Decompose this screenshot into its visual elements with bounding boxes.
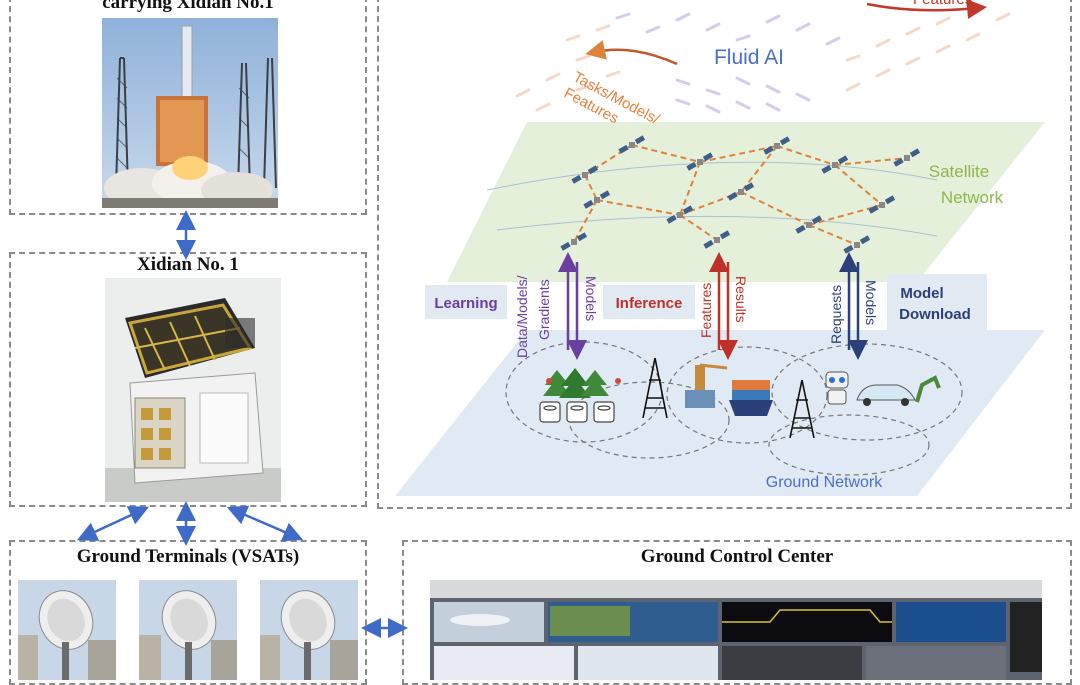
control-center-title: Ground Control Center bbox=[640, 546, 834, 567]
satellite-photo bbox=[105, 278, 281, 502]
satellite-terminal-connector-left bbox=[76, 506, 150, 541]
robot-icon bbox=[825, 371, 849, 405]
satellite-terminal-connector-right bbox=[226, 505, 304, 542]
inference-box bbox=[603, 285, 695, 319]
car-icon bbox=[856, 384, 916, 406]
satellite-links bbox=[573, 144, 908, 246]
vsat-photo-1 bbox=[18, 580, 116, 680]
rocket-title: carrying Xidian No.1 bbox=[102, 0, 274, 13]
model-download-label-2: Download bbox=[899, 306, 971, 323]
satellite-title: Xidian No. 1 bbox=[137, 254, 239, 275]
learning-label: Learning bbox=[434, 295, 497, 312]
inference-label: Inference bbox=[616, 295, 683, 312]
flow-arrow-right bbox=[866, 0, 987, 19]
fluid-ai-panel bbox=[377, 0, 1072, 509]
fluid-field bbox=[515, 12, 1011, 114]
learning-down-label: Models bbox=[583, 276, 599, 321]
model-download-label-1: Model bbox=[900, 285, 943, 302]
fluid-ai-label: Fluid AI bbox=[714, 46, 784, 69]
sensor-icons bbox=[546, 378, 621, 384]
vsat-photo-3 bbox=[260, 580, 358, 680]
learning-box bbox=[425, 285, 507, 319]
cell-tower-icon-1 bbox=[642, 357, 668, 419]
ground-terminals-title: Ground Terminals (VSATs) bbox=[76, 546, 300, 567]
flow-right-label: Features bbox=[913, 0, 972, 8]
inference-up-label: Features bbox=[698, 283, 714, 338]
model-download-box bbox=[887, 274, 987, 330]
satellite-network-label-1: Satellite bbox=[929, 162, 989, 181]
learning-up-label-1: Data/Models/ bbox=[514, 275, 530, 358]
control-center-photo bbox=[430, 580, 1042, 680]
satellite-icons bbox=[560, 135, 921, 254]
download-up-label: Requests bbox=[828, 285, 844, 344]
cell-tower-icon-2 bbox=[789, 379, 815, 439]
ground-network-label: Ground Network bbox=[766, 474, 883, 491]
rocket-launch-photo bbox=[102, 18, 278, 208]
robot-arm-icon bbox=[915, 375, 941, 403]
learning-up-label-2: Gradients bbox=[536, 279, 552, 340]
fluid-ai-diagram: Fluid AI Tasks/Models/ Features Features bbox=[395, 0, 1045, 496]
port-icon bbox=[685, 363, 773, 416]
inference-down-label: Results bbox=[733, 276, 749, 323]
satellite-network-label-2: Network bbox=[941, 188, 1004, 207]
download-down-label: Models bbox=[863, 280, 879, 325]
flow-arrow-left bbox=[585, 40, 678, 66]
vsat-photo-2 bbox=[139, 580, 237, 680]
database-icons bbox=[539, 401, 615, 423]
